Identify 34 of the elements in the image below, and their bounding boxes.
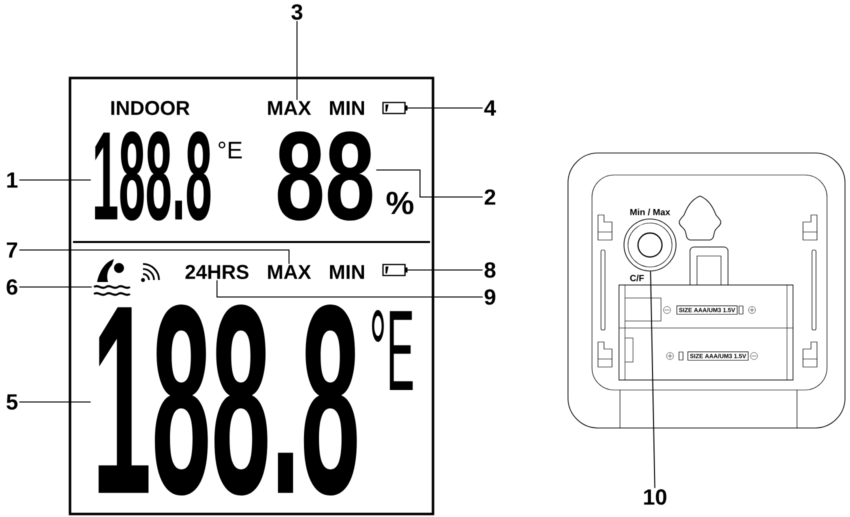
time-range-indicator: 24HRS bbox=[185, 264, 248, 280]
callout-number: 6 bbox=[6, 279, 18, 295]
min-indicator: MIN bbox=[330, 265, 364, 279]
callout-number: 3 bbox=[291, 4, 302, 20]
temperature-readout: 188.8 bbox=[98, 304, 357, 496]
leader-line bbox=[296, 20, 298, 100]
leader-line bbox=[18, 250, 290, 264]
unit-symbol: °E bbox=[372, 310, 413, 390]
max-indicator: MAX bbox=[268, 101, 312, 115]
leader-line bbox=[18, 286, 92, 288]
callout-number: 2 bbox=[484, 189, 496, 205]
min-indicator: MIN bbox=[330, 101, 364, 115]
battery-icon bbox=[382, 102, 408, 114]
temperature-readout: 188.8 bbox=[95, 131, 211, 221]
battery-icon bbox=[382, 264, 408, 276]
callout-number: 1 bbox=[7, 172, 18, 188]
callout-number: 5 bbox=[6, 394, 18, 410]
button bbox=[624, 218, 676, 272]
leader-line bbox=[216, 280, 484, 298]
callout-number: 7 bbox=[6, 242, 18, 258]
callout-number: 9 bbox=[484, 289, 496, 305]
humidity-readout: 88 bbox=[278, 131, 372, 221]
percent-sign: % bbox=[386, 192, 414, 214]
indoor-label: INDOOR bbox=[111, 100, 190, 116]
leader-line bbox=[650, 270, 656, 489]
callout-number: 8 bbox=[484, 262, 496, 278]
button-label: C/F bbox=[630, 274, 644, 282]
button-label: Min / Max bbox=[630, 208, 670, 216]
unit-symbol: °E bbox=[218, 142, 242, 158]
callout-number: 10 bbox=[644, 489, 666, 505]
callout-number: 4 bbox=[484, 100, 496, 116]
leader-line bbox=[376, 170, 484, 198]
swimmer-icon bbox=[94, 259, 130, 296]
max-indicator: MAX bbox=[268, 265, 312, 279]
